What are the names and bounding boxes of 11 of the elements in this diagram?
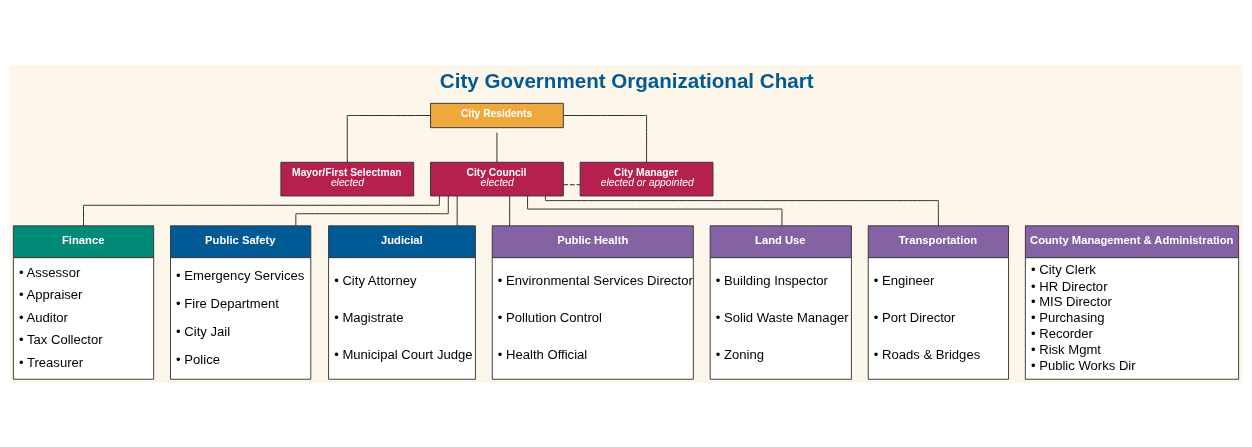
connector [562, 114, 648, 163]
connector [562, 183, 581, 185]
connector [545, 195, 939, 226]
connector [295, 195, 449, 226]
diagram-title: City Government Organizational Chart [439, 68, 814, 92]
connector [346, 114, 431, 163]
connector [509, 195, 511, 226]
connector [456, 195, 458, 226]
connector [527, 195, 783, 226]
connector [83, 195, 440, 226]
connector [496, 131, 498, 162]
